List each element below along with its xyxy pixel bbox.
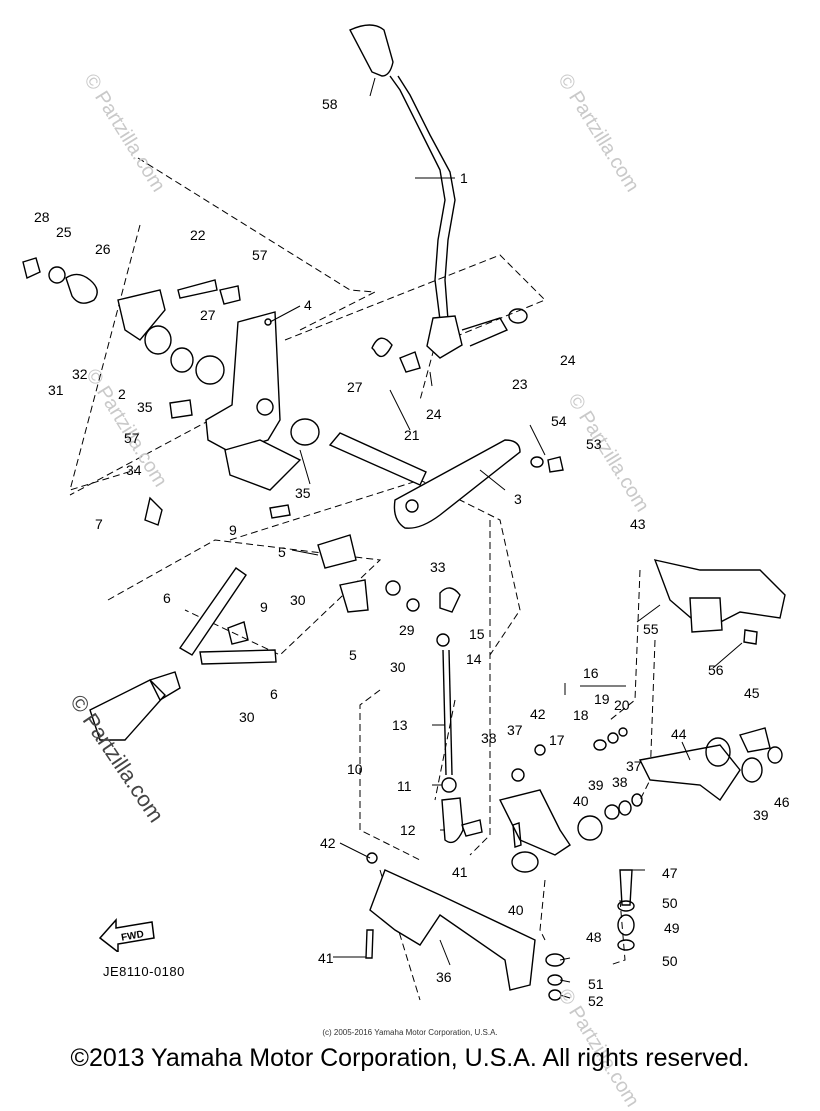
rod-assembly — [385, 580, 483, 844]
callout-25: 25 — [56, 224, 72, 240]
callout-7: 7 — [95, 516, 103, 532]
callout-24: 24 — [426, 406, 442, 422]
callout-1: 1 — [460, 170, 468, 186]
callout-5b: 5 — [349, 647, 357, 663]
callout-27b: 27 — [347, 379, 363, 395]
callout-47: 47 — [662, 865, 678, 881]
diagram-code: JE8110-0180 — [103, 964, 185, 979]
callout-57b: 57 — [124, 430, 140, 446]
callout-42: 42 — [530, 706, 546, 722]
callout-41: 41 — [452, 864, 468, 880]
callout-51: 51 — [588, 976, 604, 992]
callout-44: 44 — [671, 726, 687, 742]
small-copyright: (c) 2005-2016 Yamaha Motor Corporation, … — [322, 1028, 498, 1037]
callout-36: 36 — [436, 969, 452, 985]
callout-14: 14 — [466, 651, 482, 667]
callout-9: 9 — [229, 522, 237, 538]
callout-21: 21 — [404, 427, 420, 443]
callout-49: 49 — [664, 920, 680, 936]
callout-31: 31 — [48, 382, 64, 398]
callout-16: 16 — [583, 665, 599, 681]
callout-29: 29 — [399, 622, 415, 638]
callout-15: 15 — [469, 626, 485, 642]
callout-39: 39 — [588, 777, 604, 793]
callout-28: 28 — [34, 209, 50, 225]
callout-26: 26 — [95, 241, 111, 257]
callout-2: 2 — [118, 386, 126, 402]
callout-4: 4 — [304, 297, 312, 313]
callout-50b: 50 — [662, 953, 678, 969]
callout-20: 20 — [614, 697, 630, 713]
callout-9b: 9 — [260, 599, 268, 615]
callout-40b: 40 — [508, 902, 524, 918]
callout-38b: 38 — [612, 774, 628, 790]
callout-19: 19 — [594, 691, 610, 707]
callout-11: 11 — [397, 778, 412, 794]
callout-58: 58 — [322, 96, 338, 112]
bracket-plate — [22, 257, 281, 453]
leader-lines — [269, 77, 743, 999]
callout-46: 46 — [774, 794, 790, 810]
shift-shaft — [224, 418, 564, 529]
callout-12: 12 — [400, 822, 416, 838]
callout-42b: 42 — [320, 835, 336, 851]
callout-55: 55 — [643, 621, 659, 637]
callout-6: 6 — [163, 590, 171, 606]
callout-37: 37 — [507, 722, 523, 738]
callout-30b: 30 — [390, 659, 406, 675]
callout-35: 35 — [137, 399, 153, 415]
callout-5: 5 — [278, 544, 286, 560]
callout-6b: 6 — [270, 686, 278, 702]
callout-48: 48 — [586, 929, 602, 945]
callout-30c: 30 — [239, 709, 255, 725]
callout-33: 33 — [430, 559, 446, 575]
callout-38: 38 — [481, 730, 497, 746]
callout-43: 43 — [630, 516, 646, 532]
callout-53: 53 — [586, 436, 602, 452]
callout-56: 56 — [708, 662, 724, 678]
callout-18: 18 — [573, 707, 589, 723]
fwd-label: FWD — [120, 929, 144, 944]
callout-13: 13 — [392, 717, 408, 733]
links — [89, 496, 369, 741]
callout-35b: 35 — [295, 485, 311, 501]
forward-arrow-icon: FWD — [98, 918, 155, 952]
callout-3: 3 — [514, 491, 522, 507]
callout-39b: 39 — [753, 807, 769, 823]
callout-23: 23 — [512, 376, 528, 392]
callout-40: 40 — [573, 793, 589, 809]
callout-22: 22 — [190, 227, 206, 243]
copyright-footer: ©2013 Yamaha Motor Corporation, U.S.A. A… — [70, 1044, 750, 1072]
callout-30: 30 — [290, 592, 306, 608]
callout-37b: 37 — [626, 758, 642, 774]
guide-lines — [69, 157, 656, 1001]
callout-34: 34 — [126, 462, 142, 478]
callout-54: 54 — [551, 413, 567, 429]
lower-bracket — [365, 559, 786, 1001]
callout-17: 17 — [549, 732, 565, 748]
callout-24b: 24 — [560, 352, 576, 368]
callout-32: 32 — [72, 366, 88, 382]
callout-57: 57 — [252, 247, 268, 263]
callout-52: 52 — [588, 993, 604, 1009]
callout-10: 10 — [347, 761, 363, 777]
callout-27: 27 — [200, 307, 216, 323]
parts-diagram — [22, 24, 786, 1001]
callout-50: 50 — [662, 895, 678, 911]
shift-lever — [349, 24, 528, 373]
callout-41b: 41 — [318, 950, 334, 966]
callout-45: 45 — [744, 685, 760, 701]
